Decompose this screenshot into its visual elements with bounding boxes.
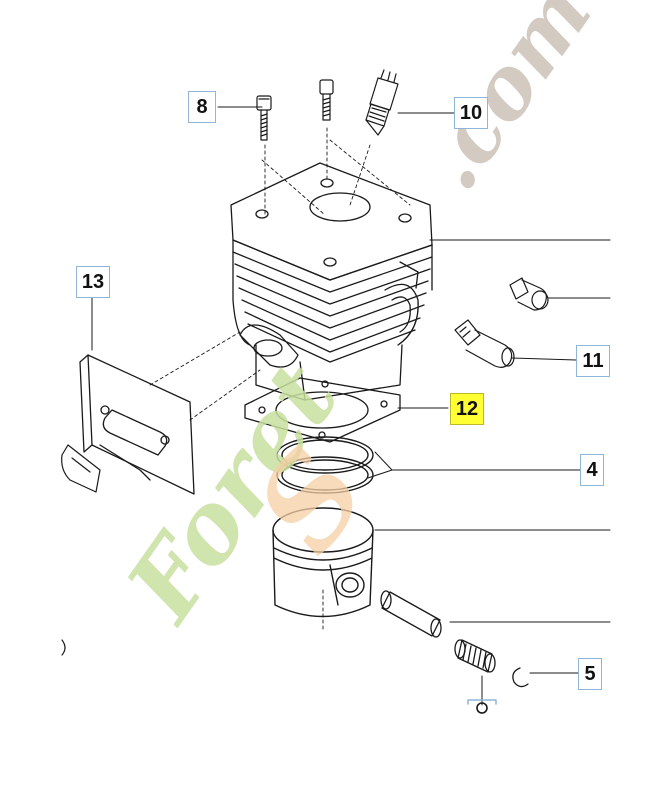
- partial-callout-bottom: [467, 699, 497, 705]
- screw-part-cylinder: [319, 79, 334, 121]
- spark-plug-part-10: [365, 69, 399, 136]
- gasket-part-13: [79, 354, 195, 495]
- plug-screw-part: [509, 277, 549, 311]
- callout-4: 4: [580, 454, 604, 486]
- callout-11: 11: [576, 345, 610, 377]
- piston-pin-part: [380, 590, 442, 638]
- callout-10: 10: [454, 97, 488, 129]
- callout-12-highlighted: 12: [450, 393, 484, 425]
- callout-8: 8: [188, 91, 216, 123]
- callout-13: 13: [76, 266, 110, 298]
- partial-gasket-left: [61, 444, 101, 656]
- piston-part: [272, 507, 374, 618]
- needle-bearing-part: [454, 639, 496, 673]
- base-gasket-part-12: [244, 377, 401, 443]
- cylinder-block: [230, 162, 433, 401]
- leader-lines: [91, 106, 611, 706]
- screw-part-8: [256, 95, 272, 141]
- piston-rings-part-4: [276, 436, 374, 494]
- callout-5: 5: [578, 658, 602, 690]
- decompression-valve-part-11: [454, 319, 515, 368]
- assembly-lines: [149, 127, 411, 633]
- circlip-part-5: [512, 667, 529, 688]
